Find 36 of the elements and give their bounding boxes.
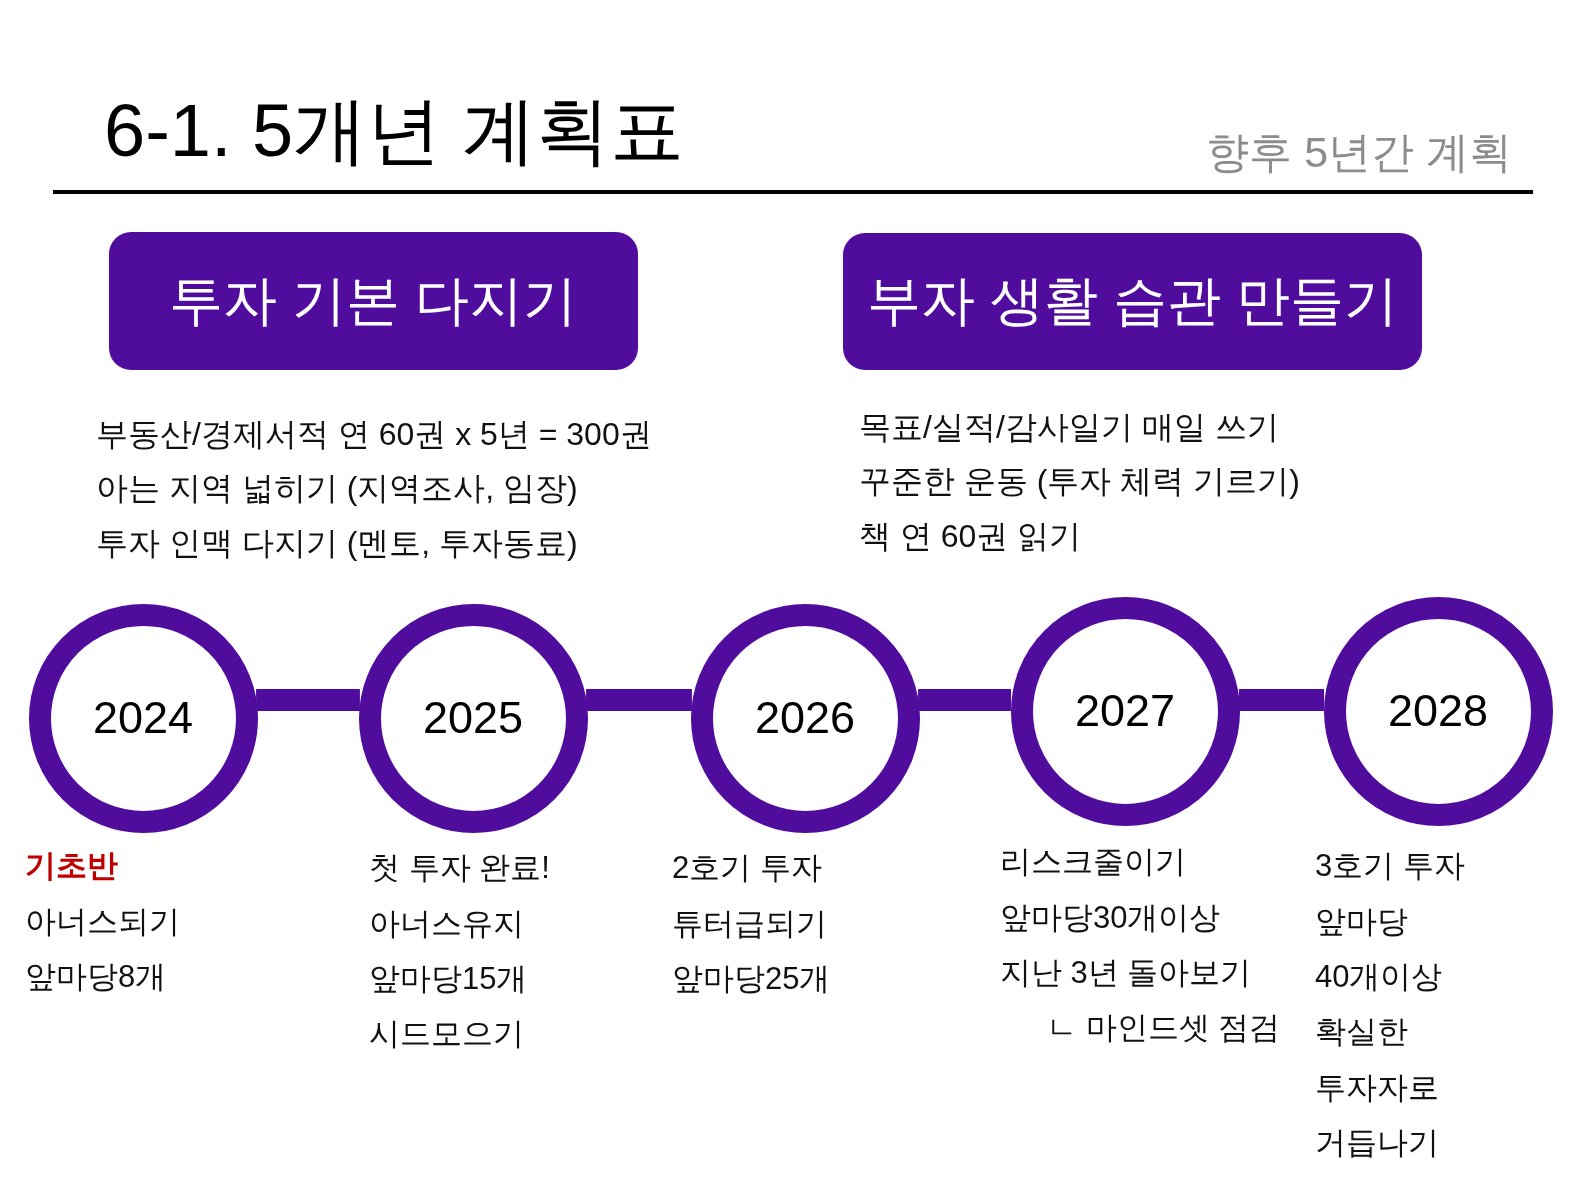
plan-item: 앞마당30개이상 [1000, 898, 1221, 937]
plan-item: 앞마당15개 [369, 959, 528, 998]
plan-item: 3호기 투자 [1315, 847, 1465, 886]
plan-item: ㄴ 마인드셋 점검 [1046, 1009, 1281, 1048]
year-circle: 2028 [1323, 596, 1553, 826]
plan-item: 기초반 [25, 847, 118, 886]
plan-item: 목표/실적/감사일기 매일 쓰기 [859, 407, 1279, 447]
plan-item: 아는 지역 넓히기 (지역조사, 임장) [96, 469, 578, 509]
plan-item: 아너스되기 [25, 902, 180, 941]
plan-item: 아너스유지 [369, 904, 524, 943]
connector-bar [918, 689, 1012, 711]
plan-item: 시드모으기 [369, 1015, 524, 1054]
year-circle: 2026 [690, 603, 920, 833]
plan-item: 첫 투자 완료! [369, 849, 550, 888]
plan-item: 투자 인맥 다지기 (멘토, 투자동료) [96, 523, 578, 563]
connector-bar [256, 689, 360, 711]
plan-item: 앞마당 40개이상 [1315, 902, 1444, 996]
plan-item: 앞마당25개 [672, 959, 831, 998]
plan-item: 튜터급되기 [672, 904, 827, 943]
year-circle: 2025 [358, 603, 588, 833]
plan-item: 부동산/경제서적 연 60권 x 5년 = 300권 [96, 414, 652, 454]
plan-item: 책 연 60권 읽기 [859, 516, 1082, 556]
plan-item: 지난 3년 돌아보기 [1000, 953, 1252, 992]
year-circle: 2027 [1010, 596, 1240, 826]
year-circle: 2024 [28, 603, 258, 833]
plan-item: 확실한 투자자로 거듭나기 [1315, 1013, 1440, 1162]
title-banner: 투자 기본 다지기 [109, 232, 638, 370]
connector-bar [1238, 689, 1325, 711]
plan-item: 2호기 투자 [672, 849, 822, 888]
plan-item: 리스크줄이기 [1000, 843, 1186, 882]
plan-item: 꾸준한 운동 (투자 체력 기르기) [859, 462, 1300, 502]
title-banner: 부자 생활 습관 만들기 [843, 233, 1422, 370]
subtitle: 향후 5년간 계획 [1206, 128, 1512, 176]
page-title: 6-1. 5개년 계획표 [104, 90, 684, 172]
plan-item: 앞마당8개 [25, 957, 167, 996]
connector-bar [586, 689, 692, 711]
